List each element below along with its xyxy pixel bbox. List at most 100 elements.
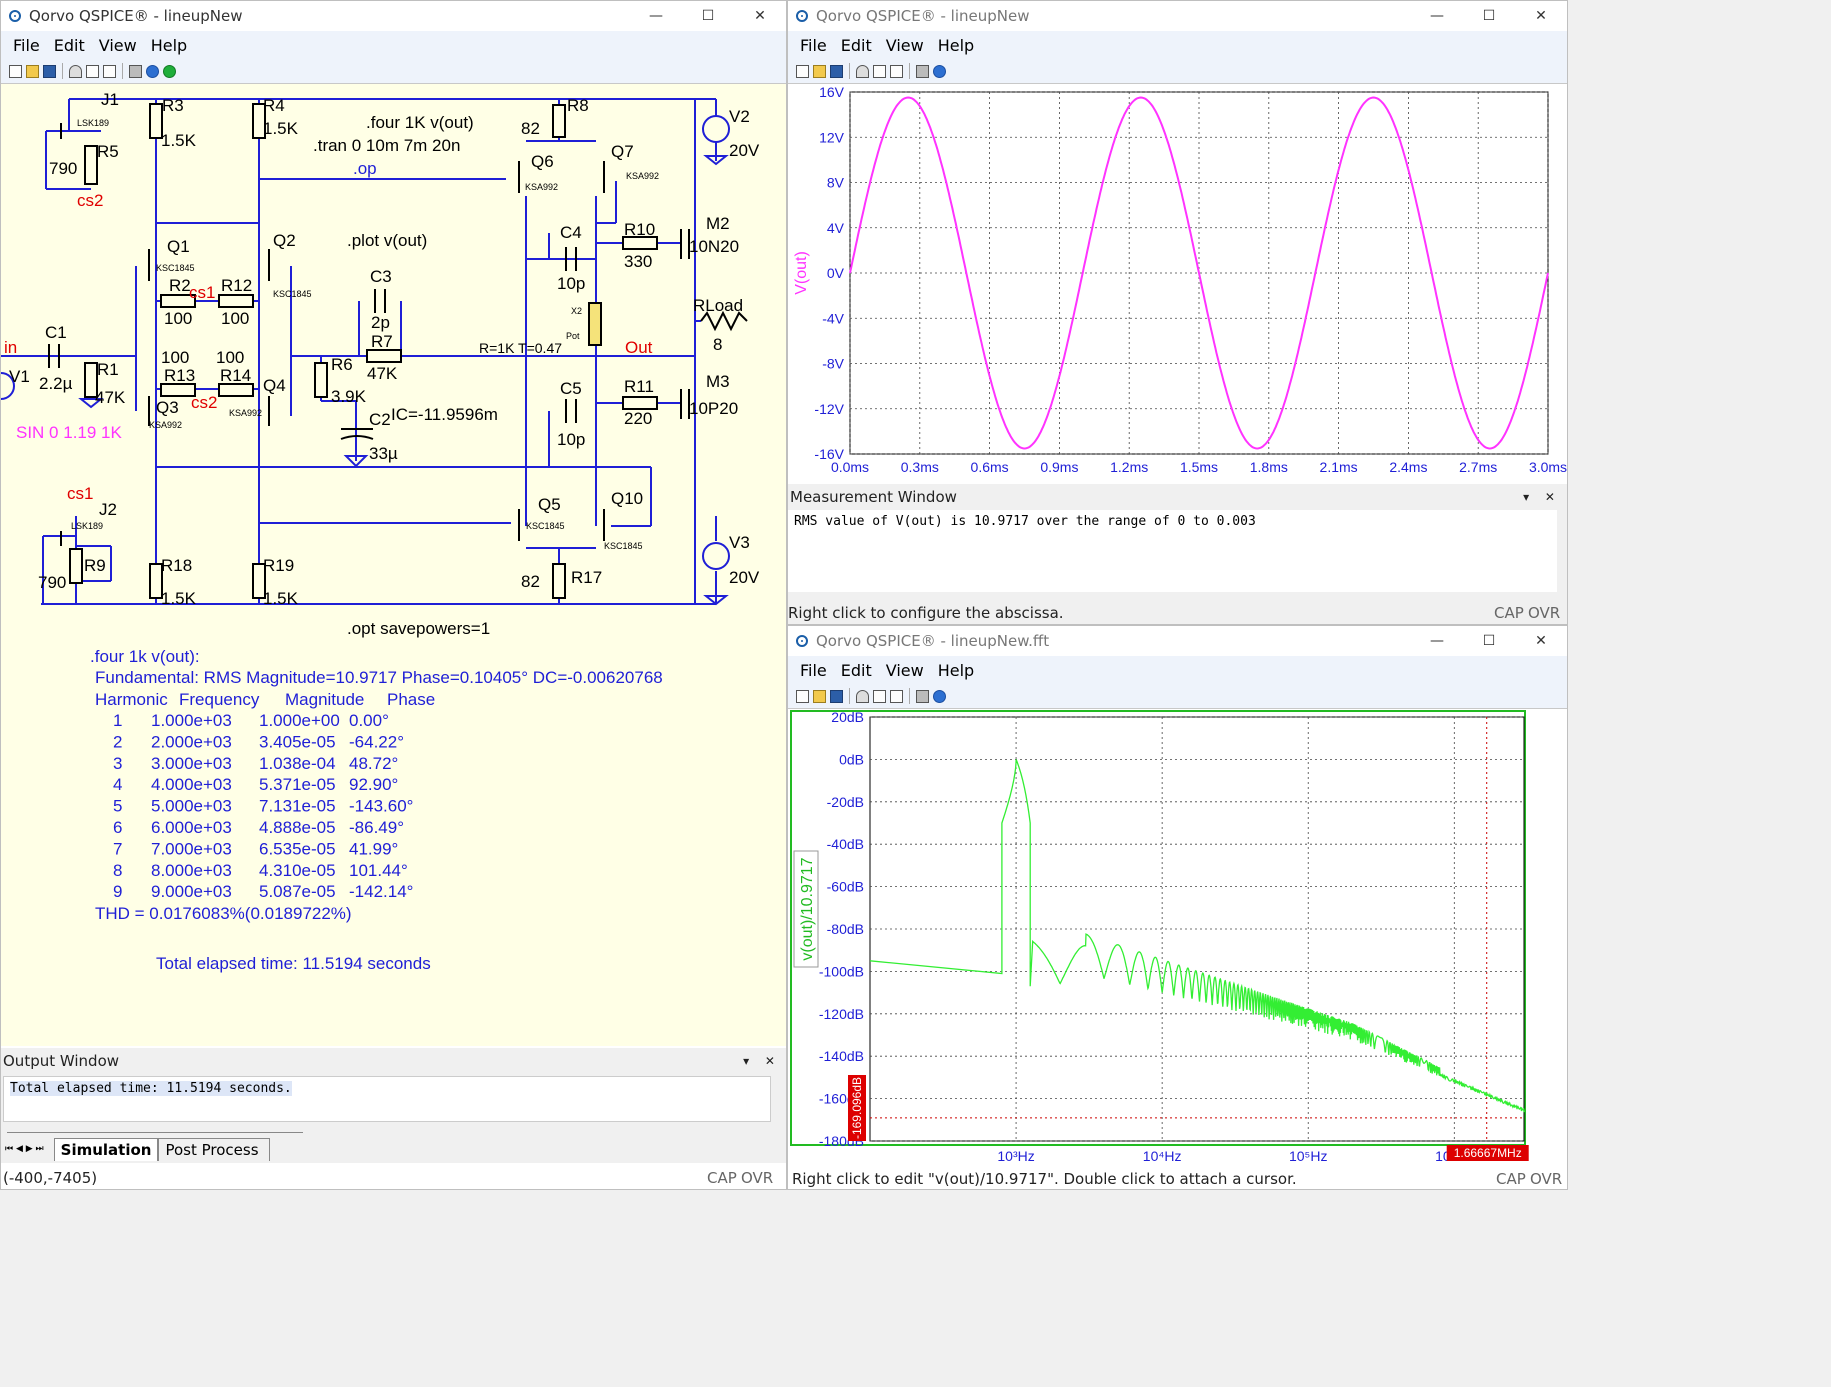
open-folder-icon[interactable] [26, 64, 39, 78]
menu-edit[interactable]: Edit [53, 35, 85, 55]
minimize-icon[interactable]: — [1430, 8, 1444, 24]
label-r1-value: 47K [95, 388, 126, 407]
fourier-col-phase: Phase [387, 690, 435, 709]
output-scrollbar[interactable] [7, 1126, 303, 1133]
menu-view[interactable]: View [885, 660, 924, 680]
menu-help[interactable]: Help [150, 35, 188, 55]
measurement-window-title: Measurement Window [790, 488, 957, 506]
menu-view[interactable]: View [885, 35, 924, 55]
label-r9: R9 [84, 556, 106, 575]
label-pot-params: R=1K T=0.47 [479, 340, 562, 356]
maximize-icon[interactable]: ☐ [1482, 8, 1496, 24]
y-tick-label: -80dB [827, 921, 864, 937]
label-q5: Q5 [538, 495, 561, 514]
fft-plot[interactable]: 10³Hz10⁴Hz10⁵Hz10⁶Hz20dB0dB-20dB-40dB-60… [788, 709, 1567, 1169]
paste-icon[interactable] [103, 64, 116, 78]
menu-file[interactable]: File [13, 35, 40, 55]
new-file-icon[interactable] [796, 64, 809, 78]
help-icon[interactable] [933, 64, 946, 78]
waveform-titlebar[interactable]: Qorvo QSPICE® - lineupNew — ☐ ✕ [788, 1, 1567, 31]
plot-directive: .plot v(out) [347, 231, 427, 250]
maximize-icon[interactable]: ☐ [1482, 633, 1496, 649]
print-icon[interactable] [916, 689, 929, 703]
op-directive: .op [353, 159, 377, 178]
label-r19: R19 [263, 556, 294, 575]
tab-nav-arrows[interactable]: ⏮ ◀ ▶ ⏭ [5, 1144, 44, 1154]
open-folder-icon[interactable] [813, 64, 826, 78]
print-icon[interactable] [916, 64, 929, 78]
close-icon[interactable]: ✕ [754, 8, 766, 24]
copy-icon[interactable] [873, 689, 886, 703]
menu-view[interactable]: View [98, 35, 137, 55]
label-c5-value: 10p [557, 430, 585, 449]
y-axis-label: V(out) [793, 251, 810, 295]
help-icon[interactable] [933, 689, 946, 703]
open-folder-icon[interactable] [813, 689, 826, 703]
save-icon[interactable] [830, 64, 843, 78]
output-window-controls[interactable]: ▾ ✕ [743, 1054, 781, 1068]
save-icon[interactable] [43, 64, 56, 78]
fourier-cell: 4.310e-05 [259, 861, 336, 880]
cut-icon[interactable] [856, 64, 869, 78]
y-tick-label: 20dB [831, 709, 864, 725]
close-icon[interactable]: ✕ [1535, 633, 1547, 649]
schematic-canvas[interactable]: .four 1K v(out) .tran 0 10m 7m 20n .op .… [1, 84, 786, 1046]
measurement-text-area[interactable]: RMS value of V(out) is 10.9717 over the … [788, 510, 1557, 592]
label-m2: M2 [706, 214, 730, 233]
y-tick-label: 4V [827, 220, 845, 236]
fourier-cell: 2 [113, 732, 122, 751]
label-v1: V1 [9, 367, 30, 386]
menu-file[interactable]: File [800, 35, 827, 55]
label-r4: R4 [263, 96, 285, 115]
y-tick-label: 0dB [839, 751, 864, 767]
fourier-fundamental: Fundamental: RMS Magnitude=10.9717 Phase… [95, 668, 663, 687]
fourier-cell: -142.14° [349, 882, 413, 901]
ovr-indicator: OVR [1530, 1170, 1563, 1188]
maximize-icon[interactable]: ☐ [701, 8, 715, 24]
measurement-window-controls[interactable]: ▾ ✕ [1523, 490, 1561, 504]
run-simulation-icon[interactable] [163, 64, 176, 78]
new-file-icon[interactable] [796, 689, 809, 703]
potentiometer [588, 302, 602, 346]
paste-icon[interactable] [890, 689, 903, 703]
save-icon[interactable] [830, 689, 843, 703]
menu-edit[interactable]: Edit [840, 35, 872, 55]
tab-simulation[interactable]: Simulation [53, 1137, 159, 1161]
menu-file[interactable]: File [800, 660, 827, 680]
output-text-area[interactable]: Total elapsed time: 11.5194 seconds. [3, 1076, 771, 1122]
fourier-cell: 6.000e+03 [151, 818, 232, 837]
fourier-cell: 7.000e+03 [151, 839, 232, 858]
label-q6-model: KSA992 [525, 182, 558, 192]
print-icon[interactable] [129, 64, 142, 78]
label-r11-value: 220 [624, 409, 652, 428]
schematic-titlebar[interactable]: Qorvo QSPICE® - lineupNew — ☐ ✕ [1, 1, 786, 31]
menu-help[interactable]: Help [937, 660, 975, 680]
fft-outer-frame [790, 710, 1526, 1146]
cut-icon[interactable] [69, 64, 82, 78]
copy-icon[interactable] [86, 64, 99, 78]
tab-post-process[interactable]: Post Process [158, 1137, 270, 1161]
minimize-icon[interactable]: — [1430, 633, 1444, 649]
x-tick-label: 10⁵Hz [1289, 1148, 1328, 1164]
y-tick-label: -60dB [827, 879, 864, 895]
toolbar-separator [849, 63, 850, 79]
cap-indicator: CAP [1494, 604, 1524, 622]
output-window-title: Output Window [3, 1052, 120, 1070]
label-r9-value: 790 [38, 573, 66, 592]
fft-titlebar[interactable]: Qorvo QSPICE® - lineupNew.fft — ☐ ✕ [788, 626, 1567, 656]
label-v2-value: 20V [729, 141, 760, 160]
label-cs2: cs2 [77, 191, 103, 210]
menu-edit[interactable]: Edit [840, 660, 872, 680]
help-icon[interactable] [146, 64, 159, 78]
new-file-icon[interactable] [9, 64, 22, 78]
close-icon[interactable]: ✕ [1535, 8, 1547, 24]
cut-icon[interactable] [856, 689, 869, 703]
resistors [69, 103, 658, 599]
paste-icon[interactable] [890, 64, 903, 78]
voltage-sources [1, 115, 730, 570]
minimize-icon[interactable]: — [649, 8, 663, 24]
qspice-logo-icon [796, 635, 808, 647]
menu-help[interactable]: Help [937, 35, 975, 55]
copy-icon[interactable] [873, 64, 886, 78]
